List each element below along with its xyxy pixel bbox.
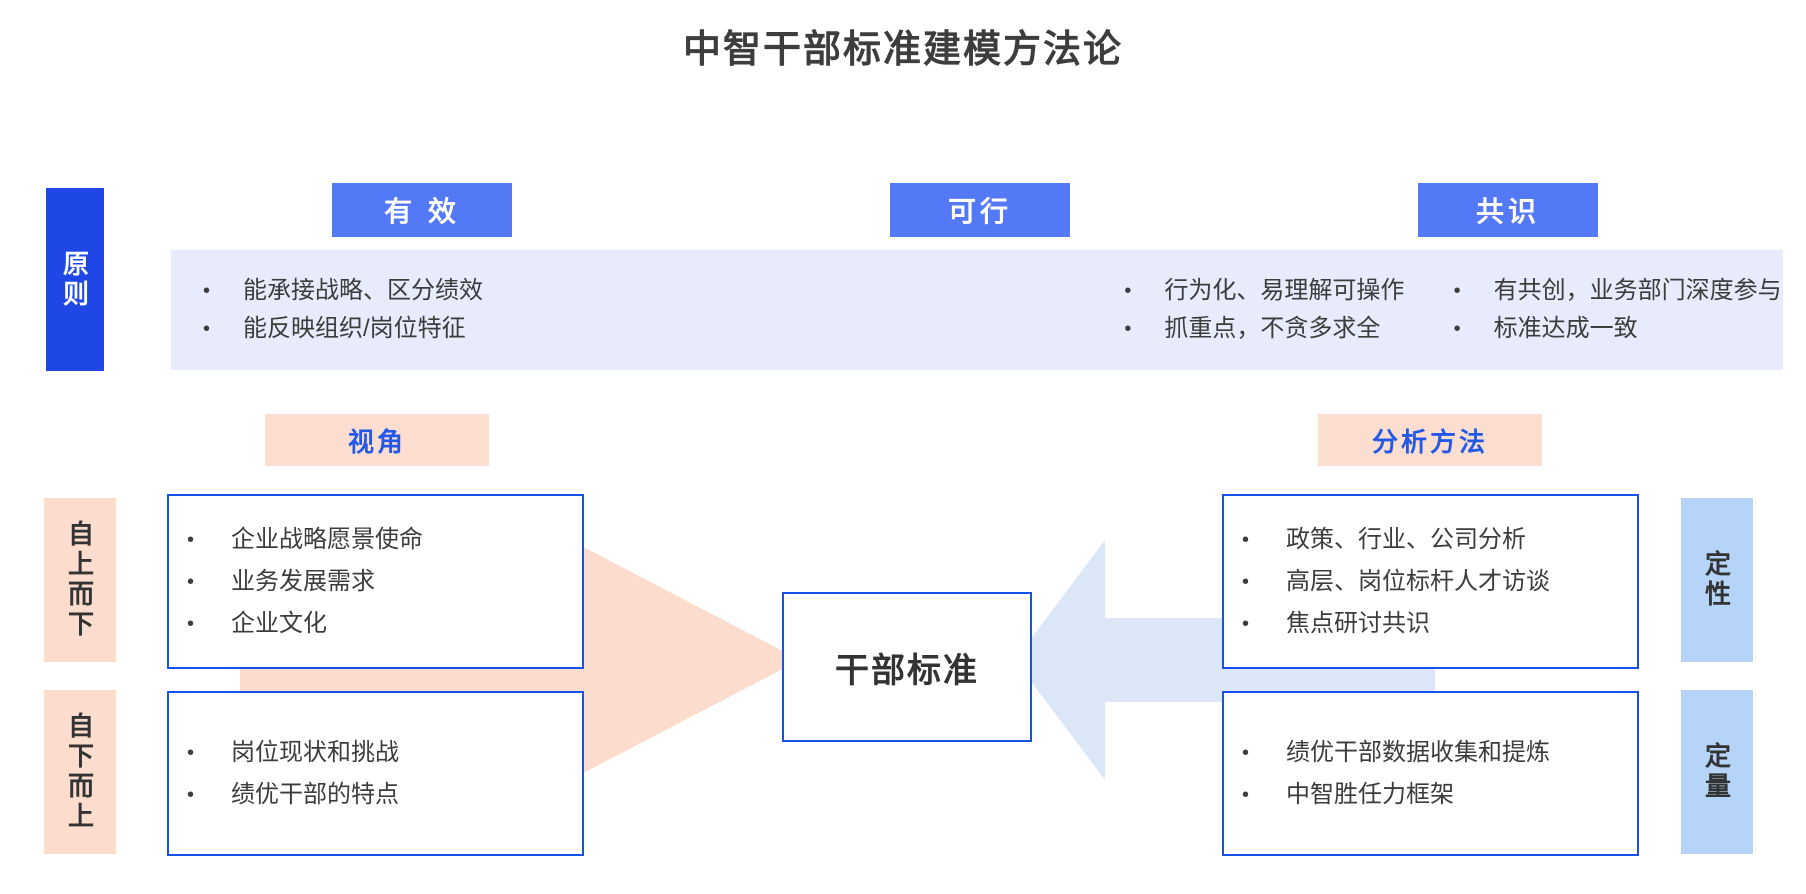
principle-tab-consensus[interactable]: 共识 <box>1418 183 1598 237</box>
bullet-dot-icon: • <box>187 783 195 806</box>
principles-side-label: 原则 <box>46 188 104 371</box>
list-item: • 企业战略愿景使命 <box>187 519 582 561</box>
list-item: • 有共创，业务部门深度参与 <box>1454 272 1783 310</box>
list-item-label: 能反映组织/岗位特征 <box>243 315 466 342</box>
principle-tab-feasible[interactable]: 可行 <box>890 183 1070 237</box>
principles-column-feasible: • 行为化、易理解可操作 • 抓重点，不贪多求全 <box>532 250 1453 370</box>
bullet-dot-icon: • <box>1124 280 1132 302</box>
list-item-label: 业务发展需求 <box>231 567 375 595</box>
bullet-dot-icon: • <box>1242 783 1250 806</box>
list-item-label: 企业文化 <box>231 609 327 637</box>
label-bottom-up: 自下而上 <box>44 690 116 854</box>
bullet-dot-icon: • <box>187 528 195 551</box>
list-item-label: 高层、岗位标杆人才访谈 <box>1286 567 1550 595</box>
principles-band: • 能承接战略、区分绩效 • 能反映组织/岗位特征 • 行为化、易理解可操作 •… <box>171 250 1783 370</box>
bullet-dot-icon: • <box>203 318 211 340</box>
list-item: • 绩优干部的特点 <box>187 774 582 816</box>
list-item: • 抓重点，不贪多求全 <box>1124 310 1453 348</box>
list-item-label: 标准达成一致 <box>1493 315 1638 342</box>
list-item: • 岗位现状和挑战 <box>187 732 582 774</box>
box-bottom-up-perspective: • 岗位现状和挑战 • 绩优干部的特点 <box>167 691 584 856</box>
bullet-dot-icon: • <box>1242 612 1250 635</box>
list-item: • 业务发展需求 <box>187 561 582 603</box>
list-item-label: 政策、行业、公司分析 <box>1286 525 1526 553</box>
list-item: • 能反映组织/岗位特征 <box>203 310 532 348</box>
list-item-label: 企业战略愿景使命 <box>231 525 423 553</box>
page-title: 中智干部标准建模方法论 <box>682 29 1123 71</box>
list-item-label: 抓重点，不贪多求全 <box>1164 315 1381 342</box>
box-qualitative-methods: • 政策、行业、公司分析 • 高层、岗位标杆人才访谈 • 焦点研讨共识 <box>1222 494 1639 669</box>
bullet-dot-icon: • <box>1242 528 1250 551</box>
principles-column-consensus: • 有共创，业务部门深度参与 • 标准达成一致 <box>1454 250 1783 370</box>
label-top-down: 自上而下 <box>44 498 116 662</box>
principle-tab-effective[interactable]: 有 效 <box>332 183 512 237</box>
bullet-dot-icon: • <box>1453 318 1461 340</box>
bullet-dot-icon: • <box>187 741 195 764</box>
list-item-label: 有共创，业务部门深度参与 <box>1493 277 1782 304</box>
bullet-dot-icon: • <box>187 612 195 635</box>
box-quantitative-methods: • 绩优干部数据收集和提炼 • 中智胜任力框架 <box>1222 691 1639 856</box>
bullet-dot-icon: • <box>203 280 211 302</box>
list-item-label: 中智胜任力框架 <box>1286 780 1454 808</box>
list-item: • 绩优干部数据收集和提炼 <box>1242 732 1637 774</box>
list-item-label: 行为化、易理解可操作 <box>1164 277 1405 304</box>
list-item: • 能承接战略、区分绩效 <box>203 272 532 310</box>
principles-column-effective: • 能承接战略、区分绩效 • 能反映组织/岗位特征 <box>171 250 532 370</box>
section-tag-analysis-method[interactable]: 分析方法 <box>1318 414 1542 466</box>
section-tag-perspective[interactable]: 视角 <box>265 414 489 466</box>
label-quantitative: 定量 <box>1681 690 1753 854</box>
list-item-label: 焦点研讨共识 <box>1286 609 1430 637</box>
bullet-dot-icon: • <box>1242 570 1250 593</box>
list-item: • 焦点研讨共识 <box>1242 603 1637 645</box>
list-item: • 中智胜任力框架 <box>1242 774 1637 816</box>
list-item: • 行为化、易理解可操作 <box>1124 272 1453 310</box>
bullet-dot-icon: • <box>1453 280 1461 302</box>
box-top-down-perspective: • 企业战略愿景使命 • 业务发展需求 • 企业文化 <box>167 494 584 669</box>
bullet-dot-icon: • <box>1242 741 1250 764</box>
list-item-label: 绩优干部的特点 <box>231 780 399 808</box>
list-item-label: 能承接战略、区分绩效 <box>243 277 483 304</box>
list-item: • 企业文化 <box>187 603 582 645</box>
list-item-label: 绩优干部数据收集和提炼 <box>1286 738 1550 766</box>
list-item: • 高层、岗位标杆人才访谈 <box>1242 561 1637 603</box>
center-box-cadre-standard: 干部标准 <box>782 592 1032 742</box>
list-item-label: 岗位现状和挑战 <box>231 738 399 766</box>
list-item: • 政策、行业、公司分析 <box>1242 519 1637 561</box>
bullet-dot-icon: • <box>1124 318 1132 340</box>
label-qualitative: 定性 <box>1681 498 1753 662</box>
bullet-dot-icon: • <box>187 570 195 593</box>
list-item: • 标准达成一致 <box>1454 310 1783 348</box>
